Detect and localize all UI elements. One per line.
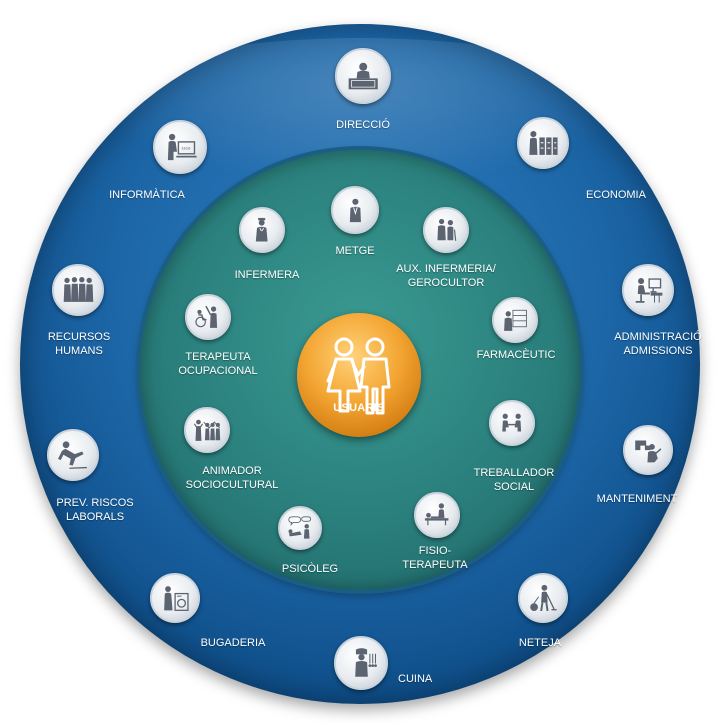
outer-node-bugaderia <box>150 573 200 623</box>
fall-hazard-icon <box>58 441 88 470</box>
outer-label-line: BUGADERIA <box>200 637 266 649</box>
inner-label-psicoleg: PSICÒLEG <box>270 562 350 576</box>
caregiver-icon <box>437 219 457 242</box>
outer-label-manteniment: MANTENIMENT <box>580 492 694 506</box>
outer-node-administracio <box>622 264 674 316</box>
inner-node-fisioterapeuta <box>414 492 460 538</box>
outer-node-direccio <box>335 48 391 104</box>
inner-label-line: INFERMERA <box>234 269 300 281</box>
doctor-icon <box>349 198 361 222</box>
inner-label-metge: METGE <box>320 244 390 258</box>
inner-label-line: SOCIAL <box>493 481 535 493</box>
outer-label-line: CUINA <box>398 673 433 685</box>
inner-node-metge <box>331 186 379 234</box>
inner-label-animador: ANIMADOR SOCIOCULTURAL <box>177 464 287 492</box>
plumber-icon <box>635 440 662 463</box>
outer-node-informatica: 1010 <box>153 120 207 174</box>
inner-label-treballador-social: TREBALLADOR SOCIAL <box>464 466 564 494</box>
inner-label-line: TERAPEUTA <box>185 351 251 363</box>
wheelchair-therapy-icon <box>195 306 218 329</box>
inner-node-animador <box>184 407 230 453</box>
inner-label-farmaceutic: FARMACÈUTIC <box>470 348 562 362</box>
outer-label-line: HUMANS <box>55 345 103 357</box>
outer-label-cuina: CUINA <box>398 672 458 686</box>
inner-label-line: SOCIOCULTURAL <box>185 479 279 491</box>
cook-icon <box>354 647 377 677</box>
inner-node-treballador-social <box>489 400 535 446</box>
social-worker-icon <box>502 413 522 432</box>
people-group-icon <box>63 277 94 303</box>
outer-label-administracio: ADMINISTRACIÓ ADMISSIONS <box>596 330 720 358</box>
outer-label-neteja: NETEJA <box>500 636 580 650</box>
outer-label-direccio: DIRECCIÓ <box>316 118 410 132</box>
outer-label-line: ECONOMIA <box>586 189 646 201</box>
inner-label-terapeuta-ocupacional: TERAPEUTA OCUPACIONAL <box>168 350 268 378</box>
inner-node-farmaceutic <box>492 297 538 343</box>
inner-label-line: METGE <box>335 245 375 257</box>
inner-label-fisioterapeuta: FISIO- TERAPEUTA <box>395 544 475 572</box>
inner-label-line: FISIO- <box>418 545 452 557</box>
inner-label-infermera: INFERMERA <box>222 268 312 282</box>
inner-label-line: ANIMADOR <box>202 465 262 477</box>
outer-label-line: ADMISSIONS <box>623 345 693 357</box>
washing-machine-icon <box>164 586 189 611</box>
inner-label-line: TREBALLADOR <box>473 467 555 479</box>
office-worker-icon <box>635 278 663 303</box>
svg-text:1010: 1010 <box>181 147 191 151</box>
outer-node-recursos-humans <box>52 264 104 316</box>
cleaner-icon <box>530 584 557 612</box>
director-desk-icon <box>348 62 378 90</box>
outer-label-line: INFORMÀTICA <box>109 189 185 201</box>
activity-group-icon <box>194 419 221 442</box>
outer-label-line: RECURSOS <box>47 331 111 343</box>
inner-label-line: FARMACÈUTIC <box>476 349 556 361</box>
filing-cabinet-icon <box>529 131 558 156</box>
outer-label-bugaderia: BUGADERIA <box>188 636 278 650</box>
inner-label-line: OCUPACIONAL <box>178 365 258 377</box>
outer-node-manteniment <box>623 425 673 475</box>
center-circle <box>297 313 421 437</box>
outer-label-economia: ECONOMIA <box>566 188 666 202</box>
computer-technician-icon: 1010 <box>167 133 197 160</box>
outer-label-recursos-humans: RECURSOS HUMANS <box>24 330 134 358</box>
outer-label-line: LABORALS <box>65 511 125 523</box>
psychologist-icon <box>288 516 312 539</box>
physiotherapist-icon <box>425 503 449 526</box>
outer-label-informatica: INFORMÀTICA <box>92 188 202 202</box>
inner-node-terapeuta-ocupacional <box>185 294 231 340</box>
inner-label-line: GEROCULTOR <box>407 277 485 289</box>
outer-node-cuina <box>334 636 388 690</box>
outer-node-economia <box>517 117 569 169</box>
inner-node-infermera <box>239 207 285 253</box>
users-couple-icon <box>326 337 391 415</box>
outer-label-line: ADMINISTRACIÓ <box>614 331 702 343</box>
inner-label-line: TERAPEUTA <box>402 559 468 571</box>
outer-label-line: PREV. RISCOS <box>56 497 134 509</box>
inner-label-line: AUX. INFERMERIA/ <box>396 263 496 275</box>
outer-node-neteja <box>518 573 568 623</box>
center-label: USUARIS <box>333 402 385 414</box>
outer-label-line: MANTENIMENT <box>596 493 678 505</box>
inner-node-aux-infermeria <box>423 207 469 253</box>
outer-label-line: DIRECCIÓ <box>336 119 390 131</box>
pharmacist-icon <box>504 310 528 332</box>
nurse-icon <box>256 218 268 242</box>
outer-label-prev-riscos: PREV. RISCOS LABORALS <box>40 496 150 524</box>
inner-label-line: PSICÒLEG <box>281 563 339 575</box>
outer-node-prev-riscos <box>47 429 99 481</box>
outer-label-line: NETEJA <box>518 637 562 649</box>
inner-node-psicoleg <box>278 506 322 550</box>
inner-label-aux-infermeria: AUX. INFERMERIA/GEROCULTOR <box>386 262 506 290</box>
outer-ring <box>20 24 700 704</box>
